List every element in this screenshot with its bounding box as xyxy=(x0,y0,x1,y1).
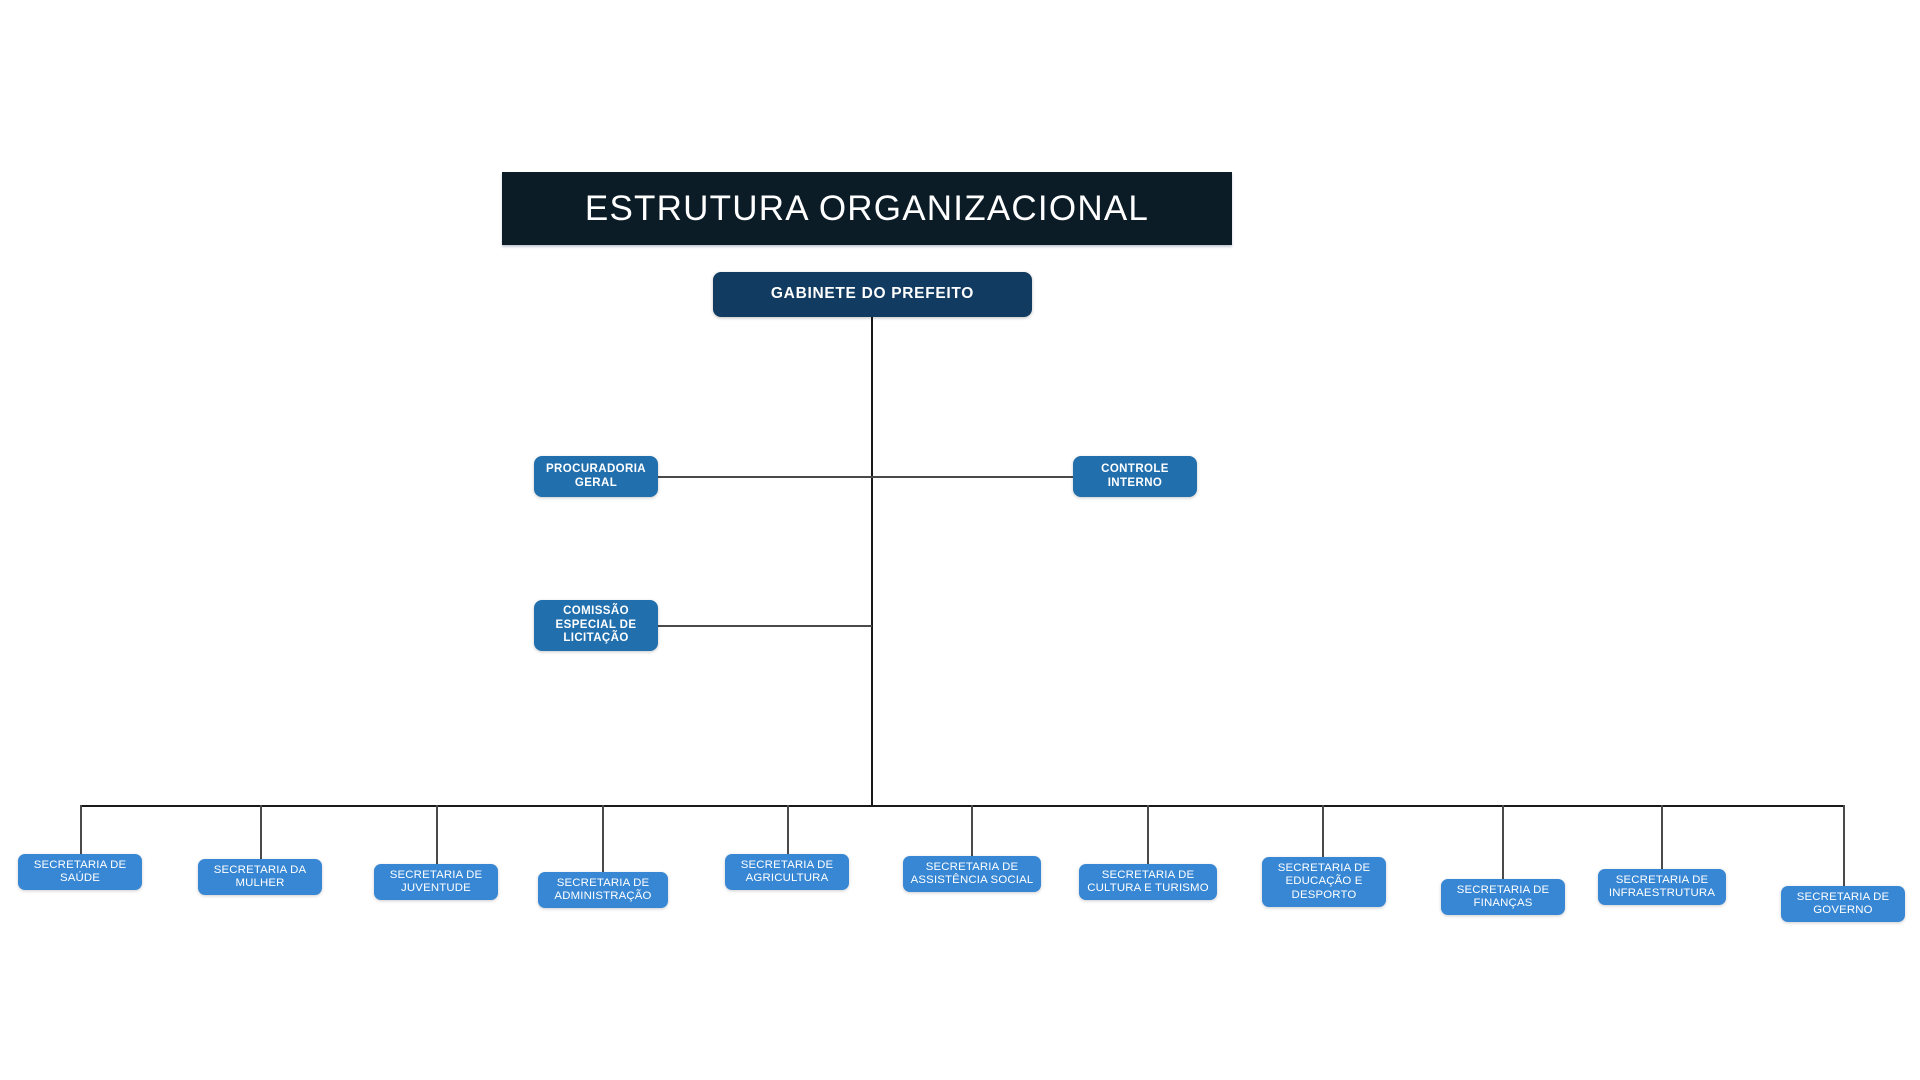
node-label: PROCURADORIA GERAL xyxy=(545,462,647,489)
stub-secretaria-de-agricultura xyxy=(787,805,789,855)
node-label: SECRETARIA DE ADMINISTRAÇÃO xyxy=(554,876,652,902)
node-secretaria-de-juventude[interactable]: SECRETARIA DE JUVENTUDE xyxy=(374,864,498,900)
node-secretaria-de-saude[interactable]: SECRETARIA DE SAÚDE xyxy=(18,854,142,890)
node-label: SECRETARIA DE AGRICULTURA xyxy=(740,858,834,884)
stub-secretaria-de-infraestrutura xyxy=(1661,805,1663,870)
node-secretaria-de-agricultura[interactable]: SECRETARIA DE AGRICULTURA xyxy=(725,854,849,890)
department-bus-line xyxy=(80,805,1845,807)
node-procuradoria-geral[interactable]: PROCURADORIA GERAL xyxy=(534,456,658,497)
node-secretaria-de-financas[interactable]: SECRETARIA DE FINANÇAS xyxy=(1441,879,1565,915)
node-label: SECRETARIA DE GOVERNO xyxy=(1796,890,1890,916)
node-label: GABINETE DO PREFEITO xyxy=(770,285,975,303)
node-label: SECRETARIA DA MULHER xyxy=(213,863,307,889)
stub-secretaria-de-juventude xyxy=(436,805,438,865)
chart-title-banner: ESTRUTURA ORGANIZACIONAL xyxy=(502,172,1232,245)
stub-secretaria-de-assistencia-social xyxy=(971,805,973,857)
node-secretaria-de-administracao[interactable]: SECRETARIA DE ADMINISTRAÇÃO xyxy=(538,872,668,908)
node-secretaria-de-governo[interactable]: SECRETARIA DE GOVERNO xyxy=(1781,886,1905,922)
node-label: SECRETARIA DE JUVENTUDE xyxy=(389,868,483,894)
node-label: SECRETARIA DE FINANÇAS xyxy=(1456,883,1550,909)
node-secretaria-de-educacao-e-desporto[interactable]: SECRETARIA DE EDUCAÇÃO E DESPORTO xyxy=(1262,857,1386,907)
node-label: SECRETARIA DE CULTURA E TURISMO xyxy=(1087,868,1209,894)
node-controle-interno[interactable]: CONTROLE INTERNO xyxy=(1073,456,1197,497)
node-comissao-especial-de-licitacao[interactable]: COMISSÃO ESPECIAL DE LICITAÇÃO xyxy=(534,600,658,651)
node-secretaria-da-mulher[interactable]: SECRETARIA DA MULHER xyxy=(198,859,322,895)
node-secretaria-de-assistencia-social[interactable]: SECRETARIA DE ASSISTÊNCIA SOCIAL xyxy=(903,856,1041,892)
page-title: ESTRUTURA ORGANIZACIONAL xyxy=(584,188,1150,228)
node-label: COMISSÃO ESPECIAL DE LICITAÇÃO xyxy=(555,605,637,645)
trunk-line-vertical xyxy=(871,317,873,807)
stub-secretaria-de-financas xyxy=(1502,805,1504,880)
stub-secretaria-de-saude xyxy=(80,805,82,855)
node-secretaria-de-infraestrutura[interactable]: SECRETARIA DE INFRAESTRUTURA xyxy=(1598,869,1726,905)
stub-secretaria-de-educacao-e-desporto xyxy=(1322,805,1324,858)
connector-procuradoria-geral xyxy=(658,476,872,478)
stub-secretaria-de-governo xyxy=(1843,805,1845,887)
stub-secretaria-de-cultura-e-turismo xyxy=(1147,805,1149,865)
connector-comissao-especial-licitacao xyxy=(658,625,872,627)
stub-secretaria-de-administracao xyxy=(602,805,604,873)
node-label: SECRETARIA DE ASSISTÊNCIA SOCIAL xyxy=(910,860,1034,886)
node-label: CONTROLE INTERNO xyxy=(1101,462,1169,489)
node-gabinete-do-prefeito[interactable]: GABINETE DO PREFEITO xyxy=(713,272,1032,317)
node-secretaria-de-cultura-e-turismo[interactable]: SECRETARIA DE CULTURA E TURISMO xyxy=(1079,864,1217,900)
node-label: SECRETARIA DE EDUCAÇÃO E DESPORTO xyxy=(1277,861,1371,901)
node-label: SECRETARIA DE INFRAESTRUTURA xyxy=(1608,873,1716,899)
connector-controle-interno xyxy=(871,476,1074,478)
stub-secretaria-da-mulher xyxy=(260,805,262,860)
node-label: SECRETARIA DE SAÚDE xyxy=(33,858,127,884)
